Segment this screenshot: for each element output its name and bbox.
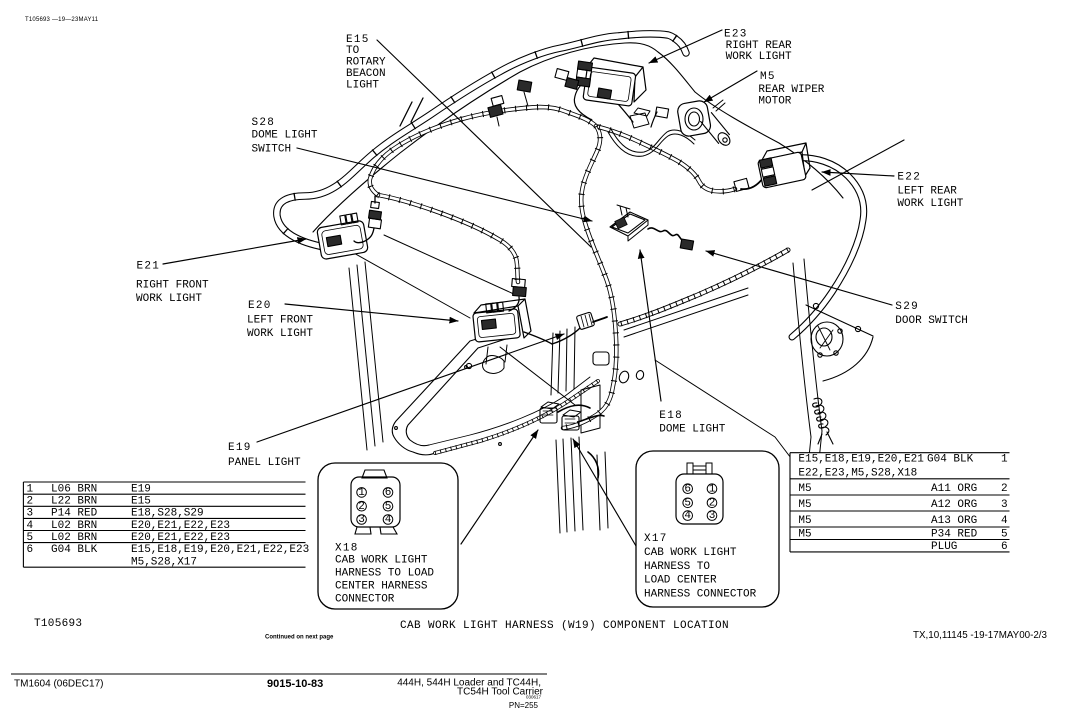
- svg-text:TO: TO: [346, 45, 360, 57]
- svg-text:E19: E19: [228, 442, 252, 454]
- svg-text:PANEL LIGHT: PANEL LIGHT: [228, 457, 301, 469]
- svg-text:M5,S28,X17: M5,S28,X17: [131, 557, 197, 569]
- svg-text:E20: E20: [248, 300, 272, 312]
- svg-text:CAB WORK LIGHT HARNESS (W19) C: CAB WORK LIGHT HARNESS (W19) COMPONENT L…: [400, 620, 729, 632]
- svg-text:L22 BRN: L22 BRN: [51, 496, 97, 508]
- svg-text:TC54H Tool Carrier: TC54H Tool Carrier: [457, 687, 544, 698]
- svg-text:PLUG: PLUG: [931, 541, 957, 553]
- svg-text:RIGHT FRONT: RIGHT FRONT: [136, 280, 209, 292]
- svg-text:M5: M5: [798, 529, 811, 541]
- svg-text:5: 5: [1001, 529, 1008, 541]
- svg-text:TM1604 (06DEC17): TM1604 (06DEC17): [14, 679, 103, 690]
- svg-text:3: 3: [709, 510, 716, 522]
- svg-text:3: 3: [27, 508, 34, 520]
- svg-text:WORK LIGHT: WORK LIGHT: [897, 198, 963, 210]
- svg-text:6: 6: [684, 483, 691, 495]
- svg-text:1: 1: [1001, 454, 1008, 466]
- svg-text:1: 1: [358, 487, 365, 499]
- svg-text:6: 6: [1001, 541, 1008, 553]
- svg-text:E22,E23,M5,S28,X18: E22,E23,M5,S28,X18: [798, 468, 917, 480]
- svg-text:4: 4: [27, 520, 34, 532]
- svg-text:S29: S29: [895, 301, 919, 313]
- svg-text:CONNECTOR: CONNECTOR: [335, 594, 395, 606]
- svg-text:WORK LIGHT: WORK LIGHT: [726, 51, 792, 63]
- svg-text:G04 BLK: G04 BLK: [927, 454, 974, 466]
- svg-text:1: 1: [709, 483, 716, 495]
- svg-text:E15: E15: [131, 496, 151, 508]
- svg-text:WORK LIGHT: WORK LIGHT: [247, 328, 313, 340]
- svg-text:2: 2: [27, 496, 34, 508]
- svg-text:HARNESS TO: HARNESS TO: [644, 561, 710, 573]
- svg-text:LEFT REAR: LEFT REAR: [897, 185, 957, 197]
- svg-text:030617: 030617: [526, 695, 542, 700]
- svg-text:LIGHT: LIGHT: [346, 80, 379, 92]
- svg-text:3: 3: [1001, 499, 1008, 511]
- svg-text:3: 3: [358, 514, 365, 526]
- svg-text:E22: E22: [897, 172, 921, 184]
- svg-text:P34 RED: P34 RED: [931, 529, 978, 541]
- svg-text:L02 BRN: L02 BRN: [51, 532, 97, 544]
- svg-text:LOAD CENTER: LOAD CENTER: [644, 575, 717, 587]
- svg-text:HARNESS CONNECTOR: HARNESS CONNECTOR: [644, 589, 757, 601]
- svg-text:E20,E21,E22,E23: E20,E21,E22,E23: [131, 520, 230, 532]
- svg-text:E21: E21: [137, 261, 161, 273]
- svg-text:L06 BRN: L06 BRN: [51, 484, 97, 496]
- svg-text:E23: E23: [724, 29, 748, 41]
- svg-text:G04 BLK: G04 BLK: [51, 544, 98, 556]
- svg-text:S28: S28: [252, 117, 276, 129]
- svg-text:4: 4: [1001, 515, 1008, 527]
- svg-text:E19: E19: [131, 484, 151, 496]
- svg-text:E18,S28,S29: E18,S28,S29: [131, 508, 204, 520]
- svg-text:T105693: T105693: [34, 618, 82, 630]
- svg-text:2: 2: [1001, 483, 1008, 495]
- svg-text:M5: M5: [798, 515, 811, 527]
- svg-text:2: 2: [358, 501, 365, 513]
- svg-text:A12 ORG: A12 ORG: [931, 499, 977, 511]
- svg-text:9015-10-83: 9015-10-83: [267, 678, 323, 690]
- svg-text:RIGHT REAR: RIGHT REAR: [726, 40, 792, 52]
- svg-text:P14 RED: P14 RED: [51, 508, 98, 520]
- svg-text:CENTER HARNESS: CENTER HARNESS: [335, 581, 428, 593]
- svg-text:DOME LIGHT: DOME LIGHT: [659, 424, 725, 436]
- svg-text:1: 1: [27, 484, 34, 496]
- svg-text:X18: X18: [335, 543, 359, 555]
- svg-text:REAR WIPER: REAR WIPER: [758, 84, 824, 96]
- svg-text:A11 ORG: A11 ORG: [931, 483, 977, 495]
- svg-text:5: 5: [27, 532, 34, 544]
- svg-text:6: 6: [27, 544, 34, 556]
- svg-text:4: 4: [385, 514, 392, 526]
- svg-text:L02 BRN: L02 BRN: [51, 520, 97, 532]
- svg-text:ROTARY: ROTARY: [346, 57, 386, 69]
- svg-text:DOOR SWITCH: DOOR SWITCH: [895, 315, 968, 327]
- svg-text:Continued on next page: Continued on next page: [265, 635, 334, 641]
- svg-text:E15,E18,E19,E20,E21,E22,E23: E15,E18,E19,E20,E21,E22,E23: [131, 544, 309, 556]
- svg-text:M5: M5: [798, 499, 811, 511]
- svg-text:CAB WORK LIGHT: CAB WORK LIGHT: [644, 547, 737, 559]
- svg-text:6: 6: [385, 487, 392, 499]
- svg-text:A13 ORG: A13 ORG: [931, 515, 977, 527]
- svg-text:X17: X17: [644, 533, 668, 545]
- svg-text:4: 4: [684, 510, 691, 522]
- svg-text:DOME LIGHT: DOME LIGHT: [252, 130, 318, 142]
- svg-text:HARNESS TO LOAD: HARNESS TO LOAD: [335, 568, 434, 580]
- svg-text:PN=255: PN=255: [509, 701, 539, 710]
- svg-text:SWITCH: SWITCH: [252, 144, 292, 156]
- svg-text:E15: E15: [346, 34, 370, 46]
- svg-text:5: 5: [684, 497, 691, 509]
- svg-text:BEACON: BEACON: [346, 68, 386, 80]
- svg-text:5: 5: [385, 501, 392, 513]
- svg-text:T105693 —19—23MAY11: T105693 —19—23MAY11: [25, 17, 99, 23]
- svg-text:CAB WORK LIGHT: CAB WORK LIGHT: [335, 555, 428, 567]
- svg-text:M5: M5: [798, 483, 811, 495]
- svg-text:LEFT FRONT: LEFT FRONT: [247, 315, 313, 327]
- svg-text:444H, 544H Loader and TC44H,: 444H, 544H Loader and TC44H,: [397, 678, 541, 689]
- svg-text:M5: M5: [760, 71, 776, 83]
- svg-text:E20,E21,E22,E23: E20,E21,E22,E23: [131, 532, 230, 544]
- svg-text:E18: E18: [659, 410, 683, 422]
- svg-text:E15,E18,E19,E20,E21: E15,E18,E19,E20,E21: [798, 454, 924, 466]
- svg-text:2: 2: [709, 497, 716, 509]
- svg-text:TX,10,11145 -19-17MAY00-2/3: TX,10,11145 -19-17MAY00-2/3: [913, 630, 1048, 641]
- svg-text:MOTOR: MOTOR: [758, 96, 791, 108]
- svg-text:WORK LIGHT: WORK LIGHT: [136, 293, 202, 305]
